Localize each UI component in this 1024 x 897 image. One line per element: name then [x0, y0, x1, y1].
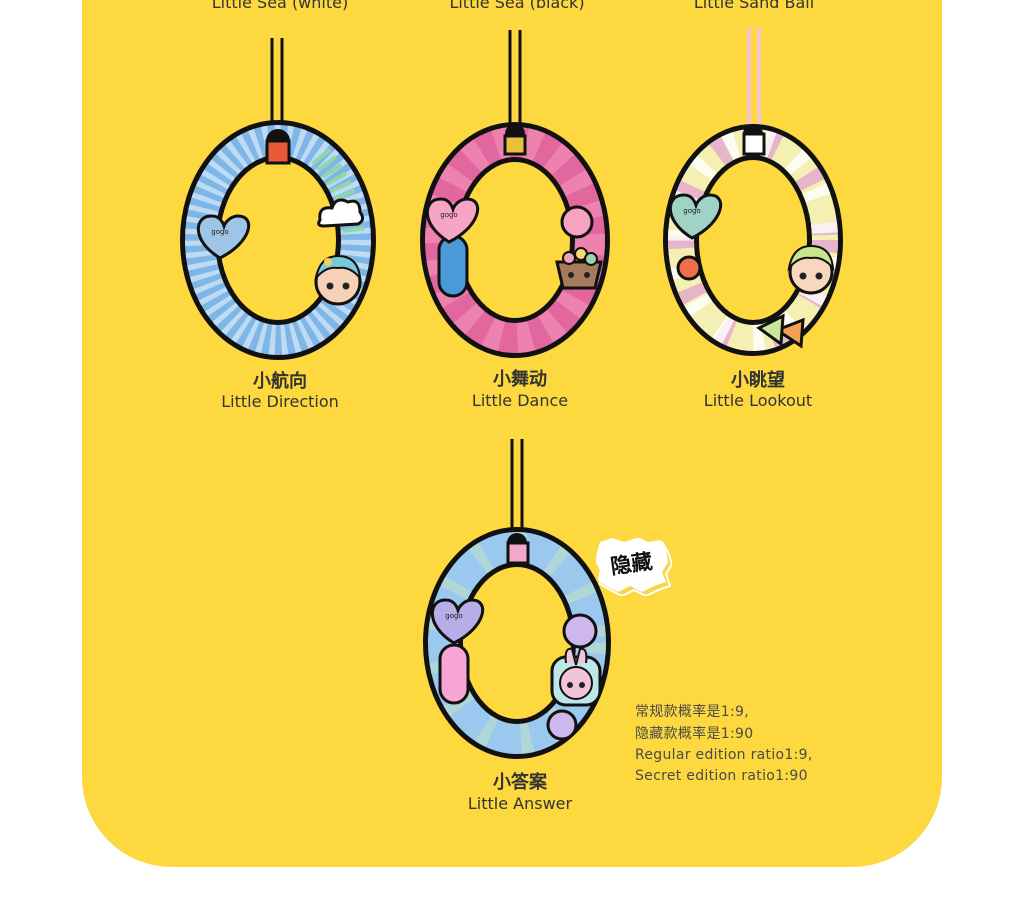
basket-icon [555, 260, 603, 290]
little-direction-charm: gogo [180, 38, 376, 360]
top-label-sea-white: Little Sea (white) [211, 0, 349, 12]
ratio-secret-en: Secret edition ratio1:90 [635, 768, 808, 784]
ratio-regular-cn: 常规款概率是1:9, [635, 704, 749, 720]
item-name-en-lookout: Little Lookout [703, 391, 813, 410]
svg-text:gogo: gogo [683, 207, 700, 215]
secret-badge-text: 隐藏 [609, 549, 654, 579]
item-name-cn-answer: 小答案 [493, 772, 547, 793]
little-dance-charm: gogo [420, 30, 610, 358]
heart-icon [425, 197, 480, 244]
little-answer-charm: gogo [423, 439, 611, 759]
top-label-sand-ball: Little Sand Ball [693, 0, 815, 12]
heart-icon [668, 193, 723, 240]
heart-icon [430, 598, 485, 645]
little-lookout-charm: gogo [663, 28, 843, 356]
item-name-cn-direction: 小航向 [253, 371, 307, 392]
top-label-sea-black: Little Sea (black) [449, 0, 585, 12]
ratio-regular-en: Regular edition ratio1:9, [635, 747, 813, 763]
item-name-cn-dance: 小舞动 [493, 369, 547, 390]
item-name-cn-lookout: 小眺望 [731, 370, 785, 391]
item-name-en-direction: Little Direction [221, 392, 339, 411]
heart-logo-text: gogo [211, 228, 228, 236]
svg-text:gogo: gogo [440, 211, 457, 219]
item-name-en-dance: Little Dance [471, 391, 569, 410]
heart-icon [196, 214, 250, 260]
secret-badge: 隐藏 [596, 538, 672, 596]
ratio-secret-cn: 隐藏款概率是1:90 [635, 726, 754, 742]
item-name-en-answer: Little Answer [467, 794, 573, 813]
cloud-icon [317, 198, 365, 228]
svg-text:gogo: gogo [445, 612, 462, 620]
